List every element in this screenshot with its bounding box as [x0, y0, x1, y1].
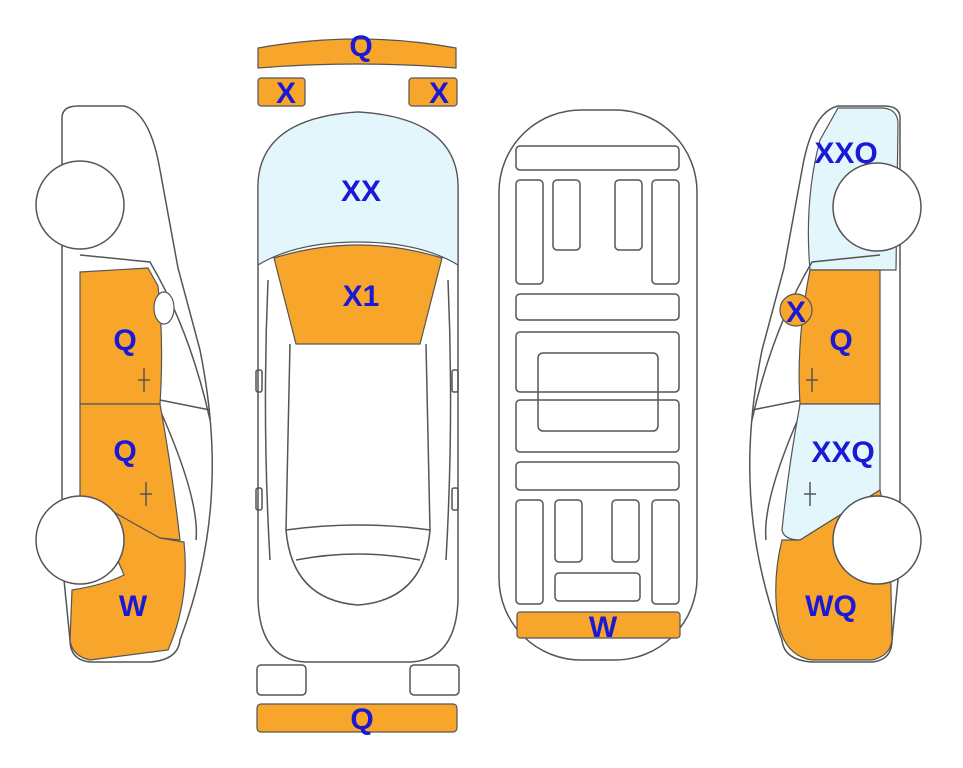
- underside-rear-trim[interactable]: [516, 611, 681, 639]
- underside-block-l3: [515, 499, 544, 605]
- right-front-door-label: Q: [829, 324, 852, 357]
- right-headlight-label: X: [429, 77, 449, 110]
- left-front-wheel: [35, 160, 125, 250]
- left-rear-wheel: [35, 495, 125, 585]
- right-taillight: [409, 664, 460, 696]
- right-mirror-top: [451, 369, 459, 393]
- top-body-lines: [264, 279, 452, 606]
- right-side-mirror[interactable]: [779, 293, 813, 327]
- underside-bar-4: [554, 572, 641, 602]
- underside-block-l4: [554, 499, 583, 563]
- right-door-handles: [804, 368, 818, 506]
- underside-block-r1: [651, 179, 680, 285]
- underside-bar-3: [515, 461, 680, 491]
- right-headlight[interactable]: [408, 77, 458, 107]
- left-mirror: [255, 369, 263, 393]
- left-rear-mirror: [255, 487, 263, 511]
- top-view: Q X X XX X1 Q: [255, 30, 460, 736]
- underside-center-box: [537, 352, 659, 432]
- right-side-mirror-label: X: [786, 296, 806, 329]
- right-side-view: XXQ Q X XXQ WQ: [749, 105, 922, 663]
- right-window-lines: [751, 254, 881, 541]
- right-rear-mirror: [451, 487, 459, 511]
- underside-frame-top: [515, 331, 680, 393]
- underside-outline: [498, 109, 698, 661]
- hood[interactable]: [273, 244, 443, 345]
- windshield-label: XX: [341, 175, 381, 208]
- rear-bumper[interactable]: [256, 703, 458, 733]
- left-headlight[interactable]: [257, 77, 306, 107]
- right-rear-quarter-label: WQ: [805, 590, 857, 623]
- underside-frame-bottom: [515, 399, 680, 453]
- right-rear-wheel: [832, 495, 922, 585]
- windshield[interactable]: [257, 111, 459, 267]
- underside-bar-1: [515, 145, 680, 171]
- underside-block-r4: [611, 499, 640, 563]
- front-bumper-label: Q: [349, 30, 372, 63]
- underside-block-l1: [515, 179, 544, 285]
- left-side-view: Q Q W: [35, 105, 213, 663]
- left-taillight: [256, 664, 307, 696]
- underside-bar-2: [515, 293, 680, 321]
- right-front-wheel: [832, 162, 922, 252]
- left-rear-quarter[interactable]: [69, 498, 186, 661]
- rear-bumper-label: Q: [350, 703, 373, 736]
- left-window-lines: [79, 254, 211, 541]
- hood-label: X1: [343, 280, 380, 313]
- left-rear-door-label: Q: [113, 435, 136, 468]
- underside-view: W: [498, 109, 698, 661]
- right-rear-door-label: XXQ: [811, 436, 874, 469]
- left-front-door-label: Q: [113, 324, 136, 357]
- front-bumper[interactable]: [257, 38, 457, 69]
- underside-block-l2: [552, 179, 581, 251]
- left-headlight-label: X: [276, 77, 296, 110]
- left-side-mirror: [153, 291, 175, 325]
- underside-block-r2: [614, 179, 643, 251]
- underside-block-r3: [651, 499, 680, 605]
- left-door-handles: [138, 368, 152, 506]
- underside-rear-trim-label: W: [589, 611, 618, 644]
- left-rear-quarter-label: W: [119, 590, 148, 623]
